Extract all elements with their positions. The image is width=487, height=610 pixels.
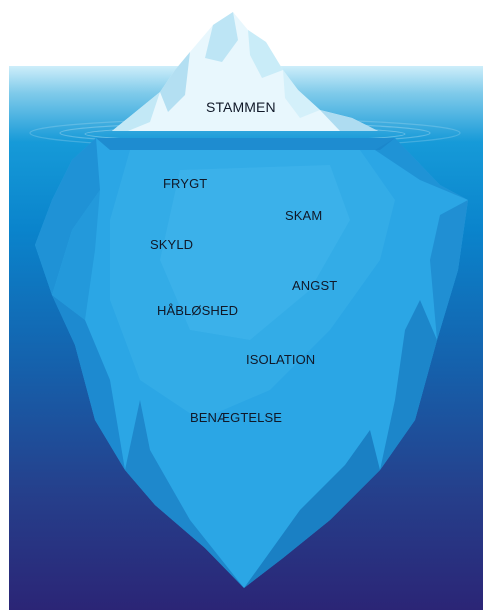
below-water-label-benaegtelse: BENÆGTELSE bbox=[190, 410, 283, 425]
below-water-label-skyld: SKYLD bbox=[150, 237, 194, 252]
below-water-label-isolation: ISOLATION bbox=[246, 352, 316, 367]
underwater-iceberg bbox=[35, 138, 468, 588]
below-water-label-skam: SKAM bbox=[285, 208, 323, 223]
below-water-label-angst: ANGST bbox=[292, 278, 338, 293]
below-water-label-frygt: FRYGT bbox=[163, 176, 208, 191]
above-water-label: STAMMEN bbox=[206, 99, 276, 115]
surface-iceberg bbox=[112, 12, 378, 131]
below-water-label-hablushed: HÅBLØSHED bbox=[157, 303, 239, 318]
